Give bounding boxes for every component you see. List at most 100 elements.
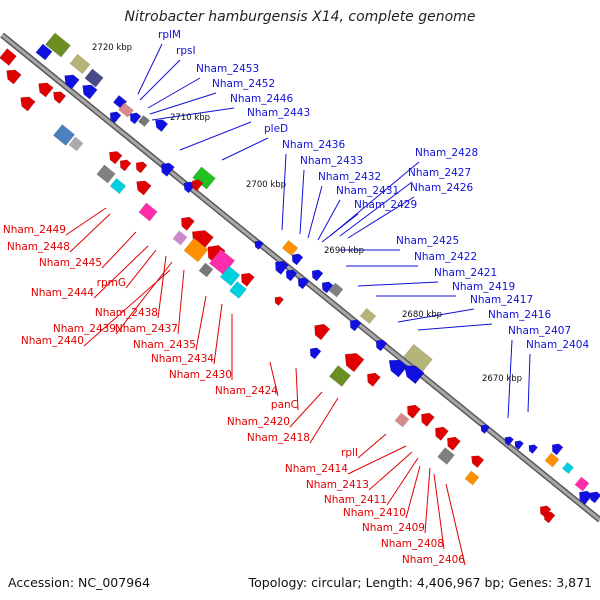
gene-feature — [82, 84, 98, 100]
gene-arrow — [241, 272, 255, 287]
minus-strand-gene-leader — [347, 196, 415, 239]
minus-strand-gene-label: Nham_2446 — [230, 93, 293, 105]
gene-arrow — [136, 180, 152, 196]
gene-arrow — [119, 159, 132, 172]
gene-feature — [183, 237, 209, 263]
minus-strand-gene-label: Nham_2443 — [247, 107, 310, 119]
minus-strand-gene-leader — [151, 107, 235, 121]
minus-strand-gene-leader — [139, 59, 181, 101]
plus-strand-gene-leader — [405, 465, 421, 519]
gene-feature — [561, 461, 575, 475]
gene-arrow — [64, 74, 80, 90]
plus-strand-gene-label: Nham_2409 — [362, 522, 425, 534]
plus-strand-gene-label: Nham_2418 — [247, 432, 310, 444]
gene-arrow — [504, 436, 515, 447]
gene-feature — [274, 296, 285, 307]
gene-feature — [447, 436, 461, 451]
gene-arrow — [191, 179, 204, 192]
plus-strand-gene-label: Nham_2437 — [115, 323, 178, 335]
gene-feature — [281, 239, 299, 257]
gene-feature — [464, 470, 480, 486]
plus-strand-gene-label: Nham_2406 — [402, 554, 465, 566]
gene-arrow — [447, 436, 461, 451]
minus-strand-gene-label: Nham_2422 — [414, 251, 477, 263]
gene-arrow — [464, 470, 480, 486]
gene-feature — [579, 490, 593, 505]
minus-strand-gene-label: Nham_2453 — [196, 63, 259, 75]
gene-arrow — [375, 339, 388, 352]
plus-strand-gene-leader — [368, 451, 413, 491]
gene-feature — [528, 444, 539, 455]
gene-feature — [544, 452, 560, 468]
gene-arrow — [328, 282, 344, 298]
gene-arrow — [198, 262, 214, 278]
gene-arrow — [192, 166, 216, 190]
plus-strand-gene-leader — [424, 467, 431, 534]
gene-arrow — [161, 162, 175, 177]
gene-arrow — [254, 240, 265, 251]
gene-feature — [285, 269, 298, 282]
plus-strand-gene-label: Nham_2439 — [53, 323, 116, 335]
minus-strand-gene-label: Nham_2433 — [300, 155, 363, 167]
gene-arrow — [109, 111, 122, 124]
gene-feature — [183, 181, 196, 194]
minus-strand-gene-label: Nham_2427 — [408, 167, 471, 179]
gene-feature — [154, 119, 169, 133]
gene-arrow — [574, 476, 590, 492]
gene-feature — [45, 32, 71, 58]
minus-strand-gene-label: Nham_2421 — [434, 267, 497, 279]
gene-arrow — [138, 202, 158, 222]
gene-arrow — [388, 359, 408, 378]
minus-strand-gene-label: Nham_2417 — [470, 294, 533, 306]
gene-feature — [470, 455, 485, 469]
plus-strand-gene-leader — [177, 269, 185, 335]
gene-arrow — [96, 164, 116, 184]
gene-feature — [135, 161, 148, 174]
minus-strand-gene-label: pleD — [264, 123, 288, 135]
gene-feature — [388, 359, 408, 378]
gene-arrow — [437, 447, 455, 465]
gene-arrow — [344, 352, 365, 373]
minus-strand-gene-label: Nham_2407 — [508, 325, 571, 337]
gene-feature — [375, 339, 388, 352]
gene-arrow — [52, 124, 76, 146]
gene-feature — [328, 365, 352, 387]
gene-arrow — [514, 440, 525, 451]
plus-strand-gene-leader — [309, 397, 339, 444]
plus-strand-gene-leader — [65, 207, 107, 236]
minus-strand-gene-leader — [357, 281, 439, 287]
gene-arrow — [20, 96, 36, 112]
gene-feature — [504, 436, 515, 447]
minus-strand-gene-label: Nham_2432 — [318, 171, 381, 183]
map-title: Nitrobacter hamburgensis X14, complete g… — [124, 9, 476, 25]
plus-strand-gene-leader — [69, 213, 111, 253]
gene-feature — [172, 230, 188, 246]
gene-arrow — [421, 412, 435, 427]
minus-strand-gene-label: Nham_2452 — [212, 78, 275, 90]
minus-strand-gene-leader — [281, 153, 287, 231]
gene-feature — [84, 68, 104, 88]
topology-text: Topology: circular; Length: 4,406,967 bp… — [248, 575, 592, 590]
gene-arrow — [281, 239, 299, 257]
plus-strand-gene-leader — [347, 445, 407, 475]
gene-arrow — [68, 136, 84, 152]
plus-strand-gene-label: Nham_2410 — [343, 507, 406, 519]
gene-arrow — [35, 43, 53, 61]
plus-strand-gene-leader — [295, 367, 299, 411]
gene-arrow — [480, 424, 491, 435]
gene-arrow — [118, 102, 134, 118]
minus-strand-gene-leader — [137, 43, 163, 95]
gene-arrow — [543, 511, 556, 524]
gene-feature — [96, 164, 116, 184]
plus-strand-gene-label: Nham_2449 — [3, 224, 66, 236]
gene-feature — [229, 281, 247, 299]
minus-strand-gene-leader — [507, 339, 513, 419]
minus-strand-gene-leader — [221, 137, 269, 161]
plus-strand-gene-label: Nham_2424 — [215, 385, 278, 397]
gene-feature — [136, 180, 152, 196]
gene-arrow — [6, 69, 22, 85]
gene-arrow — [349, 319, 362, 332]
gene-feature — [191, 179, 204, 192]
gene-arrow — [403, 365, 425, 385]
plus-strand-gene-label: Nham_2420 — [227, 416, 290, 428]
